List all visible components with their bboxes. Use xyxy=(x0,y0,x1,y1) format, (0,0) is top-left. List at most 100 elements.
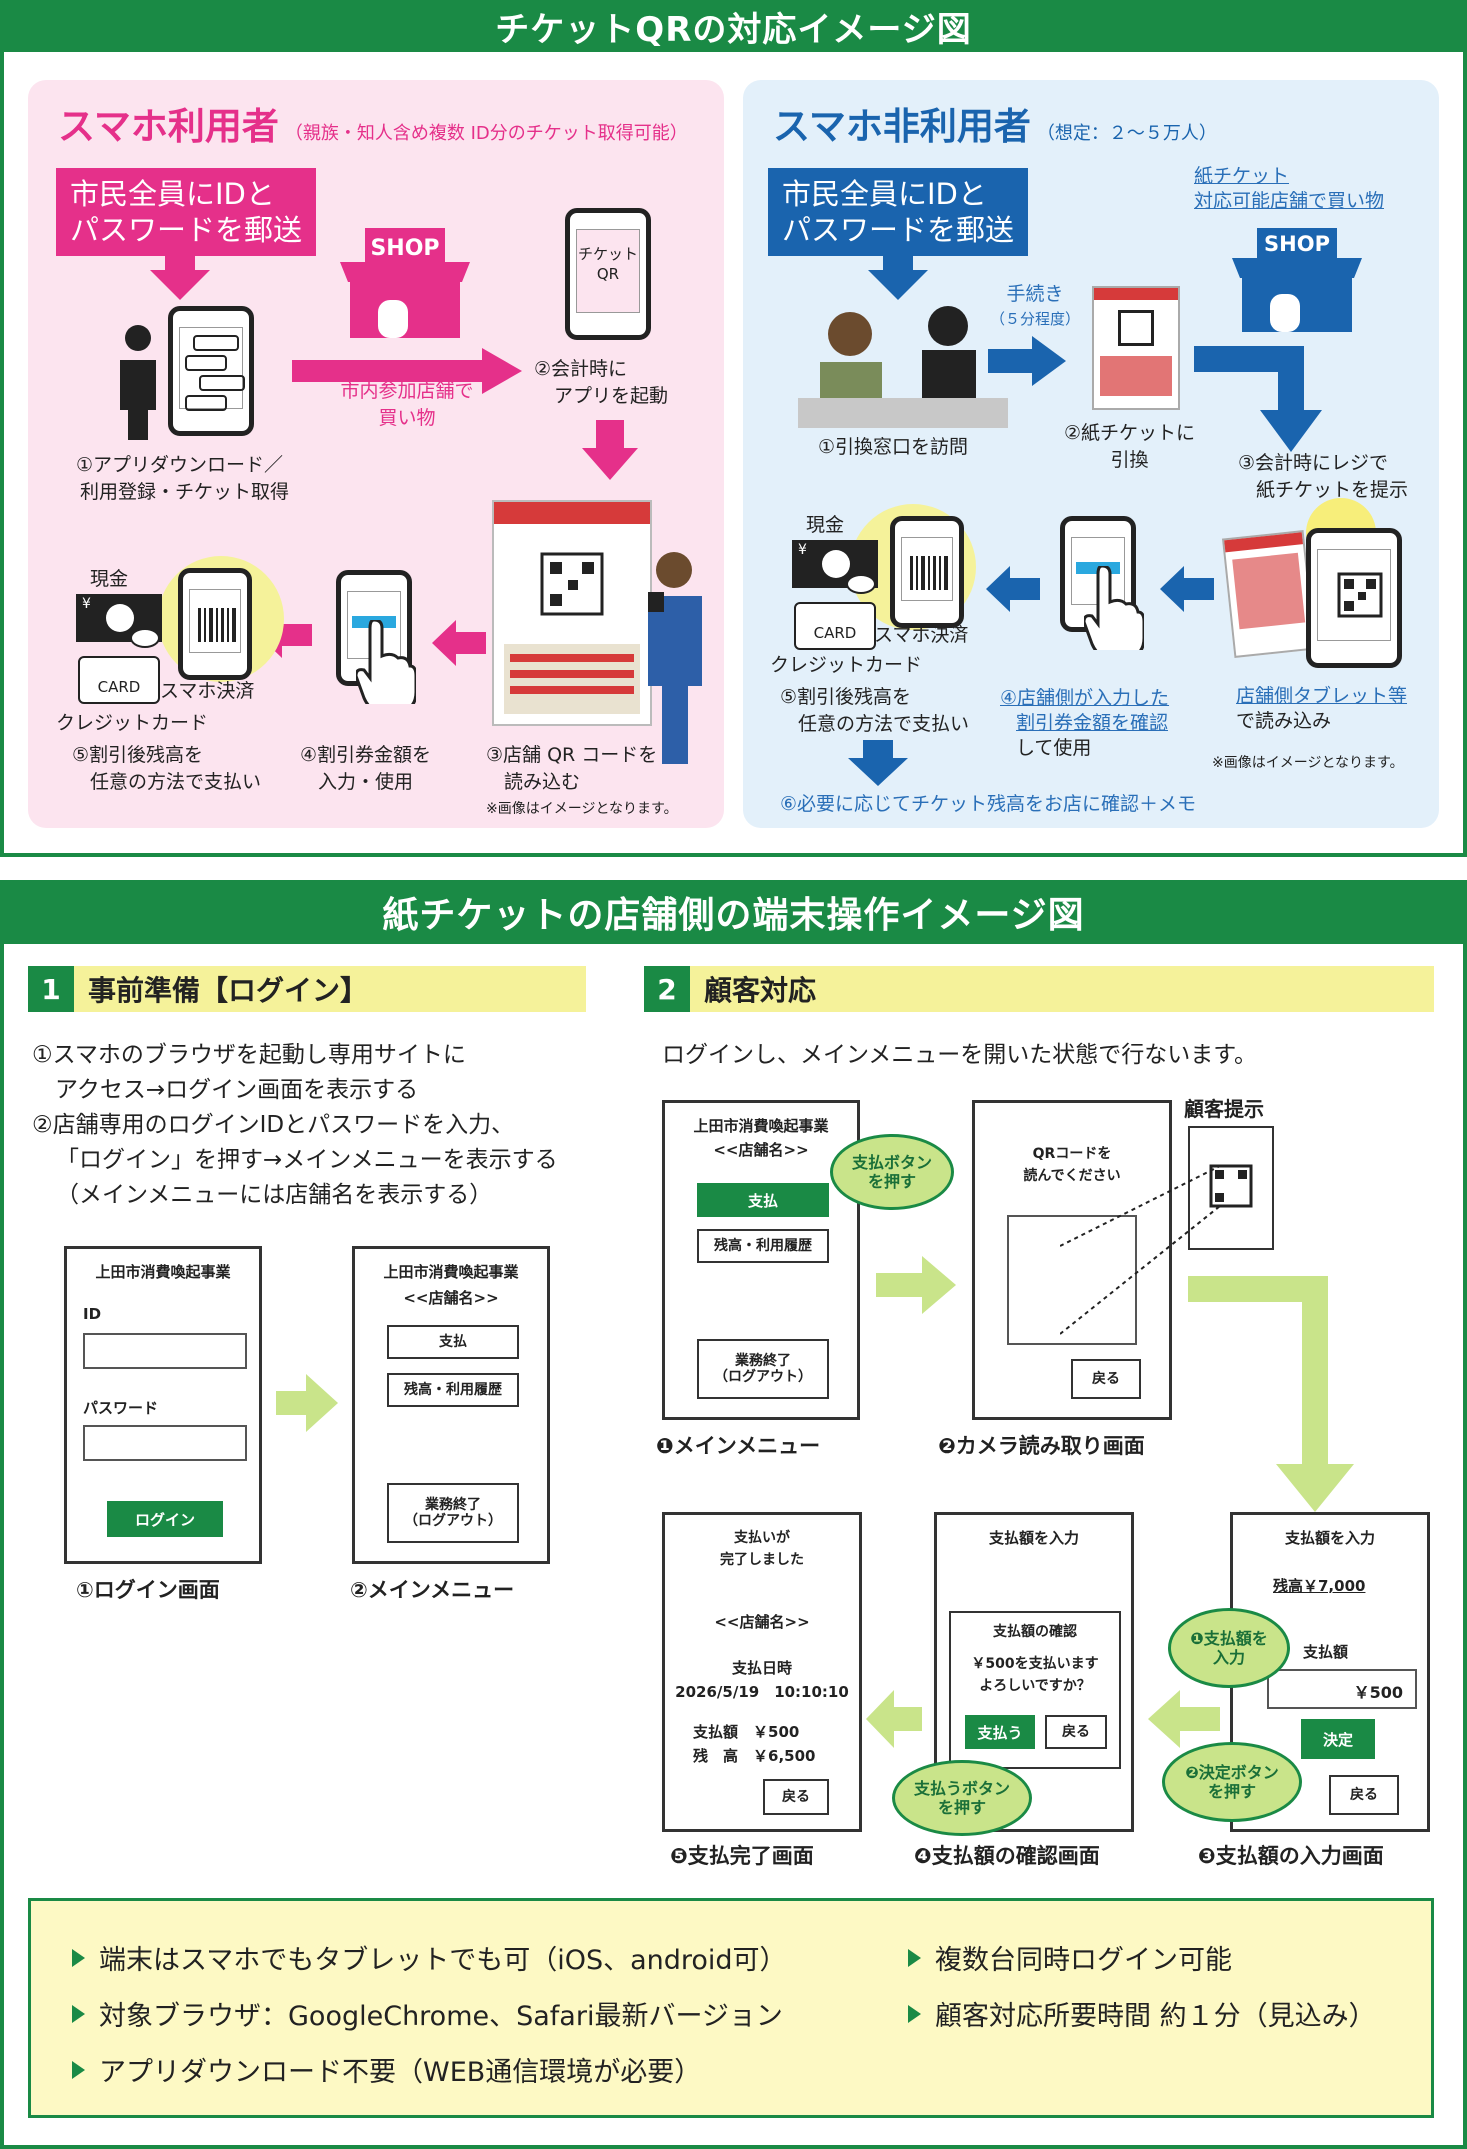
confirm-pay-button[interactable]: 支払う xyxy=(965,1715,1035,1749)
arrow-left-icon xyxy=(432,620,486,666)
cash-icon: ¥ xyxy=(76,594,162,642)
history-button-1[interactable]: 残高・利用履歴 xyxy=(387,1373,519,1407)
bottom-header: 紙チケットの店舗側の端末操作イメージ図 xyxy=(0,880,1467,944)
card-icon: CARD xyxy=(78,656,160,704)
arrow-left-green-icon xyxy=(1148,1690,1220,1748)
left-mail-box: 市民全員にIDとパスワードを郵送 xyxy=(56,168,316,256)
store-qr-poster-image xyxy=(492,500,652,726)
exchange-counter-icon xyxy=(798,306,1008,428)
press-pay-confirm-bubble: 支払うボタンを押す xyxy=(892,1760,1032,1836)
right-step6-caption: ⑥必要に応じてチケット残高をお店に確認＋メモ xyxy=(780,793,1197,815)
pay-button-2[interactable]: 支払 xyxy=(697,1183,829,1217)
arrow-left-blue-icon-2 xyxy=(986,566,1040,612)
coin-icon xyxy=(130,628,160,648)
barcode-phone-icon xyxy=(178,568,252,680)
barcode-phone-right-icon xyxy=(890,516,964,628)
non-smartphone-user-title: スマホ非利用者（想定：２～５万人） xyxy=(773,105,1217,148)
left-image-note: ※画像はイメージとなります。 xyxy=(486,801,678,817)
tablet-qr-icon xyxy=(1306,528,1402,668)
camera-screen-caption: ❷カメラ読み取り画面 xyxy=(938,1434,1145,1458)
right-step4-caption: ④店舗側が入力した割引券金額を確認して使用 xyxy=(1000,687,1170,759)
login-screen-caption: ①ログイン画面 xyxy=(76,1578,220,1602)
section2-intro: ログインし、メインメニューを開いた状態で行ないます。 xyxy=(662,1042,1258,1068)
right-step5-caption: ⑤割引後残高を任意の方法で支払い xyxy=(780,686,970,735)
credit-card-label: クレジットカード xyxy=(56,712,209,734)
feature-item-4: 顧客対応所要時間 約１分（見込み） xyxy=(908,1994,1376,2033)
paper-ticket-image-2 xyxy=(1221,530,1317,658)
main-menu-screen-2: 上田市消費喚起事業 <<店舗名>> 支払 残高・利用履歴 業務終了（ログアウト） xyxy=(662,1100,860,1420)
shop-blue-icon: SHOP xyxy=(1232,228,1362,332)
feature-item-2: 複数台同時ログイン可能 xyxy=(908,1938,1232,1977)
right-step2-caption: ②紙チケットに引換 xyxy=(1064,422,1196,471)
right-mail-box: 市民全員にIDとパスワードを郵送 xyxy=(768,168,1028,256)
left-step4-caption: ④割引券金額を入力・使用 xyxy=(300,744,432,793)
camera-screen: QRコードを読んでください 戻る xyxy=(972,1100,1172,1420)
arrow-left-blue-icon xyxy=(1160,566,1214,612)
cash-label-right: 現金 xyxy=(806,514,845,536)
feature-item-5: アプリダウンロード不要（WEB通信環境が必要） xyxy=(72,2050,701,2089)
login-button[interactable]: ログイン xyxy=(107,1501,223,1537)
scan-dotted-lines xyxy=(1060,1166,1220,1335)
smartpay-label: スマホ決済 xyxy=(160,680,255,702)
procedure-label: 手続き（５分程度） xyxy=(990,283,1081,328)
shop-icon: SHOP xyxy=(340,228,470,338)
arrow-corner-green-icon xyxy=(1188,1276,1354,1512)
coin-icon-right xyxy=(846,574,876,594)
arrow-down-blue-icon-2 xyxy=(848,740,908,786)
decide-button[interactable]: 決定 xyxy=(1301,1719,1375,1759)
done-screen-caption: ❺支払完了画面 xyxy=(670,1844,814,1868)
smartpay-label-right: スマホ決済 xyxy=(874,624,969,646)
arrow-right-green-icon-2 xyxy=(876,1256,956,1314)
arrow-right-blue-icon xyxy=(988,336,1066,386)
arrow-left-green-icon-2 xyxy=(866,1690,922,1748)
id-field[interactable] xyxy=(83,1333,247,1369)
person-using-phone-icon xyxy=(120,325,156,440)
customer-present-label: 顧客提示 xyxy=(1184,1097,1264,1121)
left-step2-caption: ②会計時にアプリを起動 xyxy=(534,358,669,407)
input-screen-caption: ❸支払額の入力画面 xyxy=(1198,1844,1384,1868)
feature-item-1: 端末はスマホでもタブレットでも可（iOS、android可） xyxy=(72,1938,787,1977)
confirm-back-button[interactable]: 戻る xyxy=(1045,1715,1107,1749)
card-icon-right: CARD xyxy=(794,602,876,650)
feature-item-3: 対象ブラウザ：GoogleChrome、Safari最新バージョン xyxy=(72,1994,783,2033)
amount-field[interactable]: ￥500 xyxy=(1267,1669,1417,1709)
arrow-down-blue-icon xyxy=(868,250,928,300)
enter-amount-bubble: ❶支払額を入力 xyxy=(1168,1608,1290,1688)
pay-button-1[interactable]: 支払 xyxy=(387,1325,519,1359)
confirm-screen-caption: ❹支払額の確認画面 xyxy=(914,1844,1100,1868)
paper-ticket-image xyxy=(1092,286,1180,410)
arrow-corner-blue-icon xyxy=(1194,346,1322,452)
password-field[interactable] xyxy=(83,1425,247,1461)
press-decide-bubble: ❷決定ボタンを押す xyxy=(1162,1742,1302,1822)
history-button-2[interactable]: 残高・利用履歴 xyxy=(697,1229,829,1263)
right-step1-caption: ①引換窓口を訪問 xyxy=(818,436,969,458)
person-scanning-icon xyxy=(648,552,702,764)
payment-complete-screen: 支払いが完了しました <<店舗名>> 支払日時 2026/5/19 10:10:… xyxy=(662,1512,862,1832)
svg-text:SHOP: SHOP xyxy=(370,236,439,261)
done-back-button[interactable]: 戻る xyxy=(763,1779,829,1815)
finger-tap-icon xyxy=(356,620,416,704)
finger-tap-blue-icon xyxy=(1084,566,1144,650)
left-step3-caption: ③店舗 QR コードを読み込む xyxy=(486,744,658,793)
input-back-button[interactable]: 戻る xyxy=(1329,1775,1399,1815)
tablet-read-caption: 店舗側タブレット等で読み込み xyxy=(1236,685,1408,732)
press-pay-bubble: 支払ボタンを押す xyxy=(830,1134,954,1210)
camera-viewfinder xyxy=(1007,1215,1137,1345)
logout-button-1[interactable]: 業務終了（ログアウト） xyxy=(387,1483,519,1543)
left-shop-caption: 市内参加店舗で買い物 xyxy=(340,380,474,429)
login-screen: 上田市消費喚起事業 ID パスワード ログイン xyxy=(64,1246,262,1564)
main-menu-caption-1: ②メインメニュー xyxy=(350,1578,515,1602)
svg-text:SHOP: SHOP xyxy=(1264,232,1330,256)
credit-card-label-right: クレジットカード xyxy=(770,654,923,676)
logout-button-2[interactable]: 業務終了（ログアウト） xyxy=(697,1339,829,1399)
camera-back-button[interactable]: 戻る xyxy=(1071,1359,1141,1399)
customer-qr-card xyxy=(1188,1126,1274,1250)
arrow-right-icon xyxy=(292,348,522,394)
right-image-note: ※画像はイメージとなります。 xyxy=(1212,755,1404,771)
right-shop-head: 紙チケット対応可能店舗で買い物 xyxy=(1194,165,1385,212)
left-step1-caption: ①アプリダウンロード／利用登録・チケット取得 xyxy=(76,454,290,503)
